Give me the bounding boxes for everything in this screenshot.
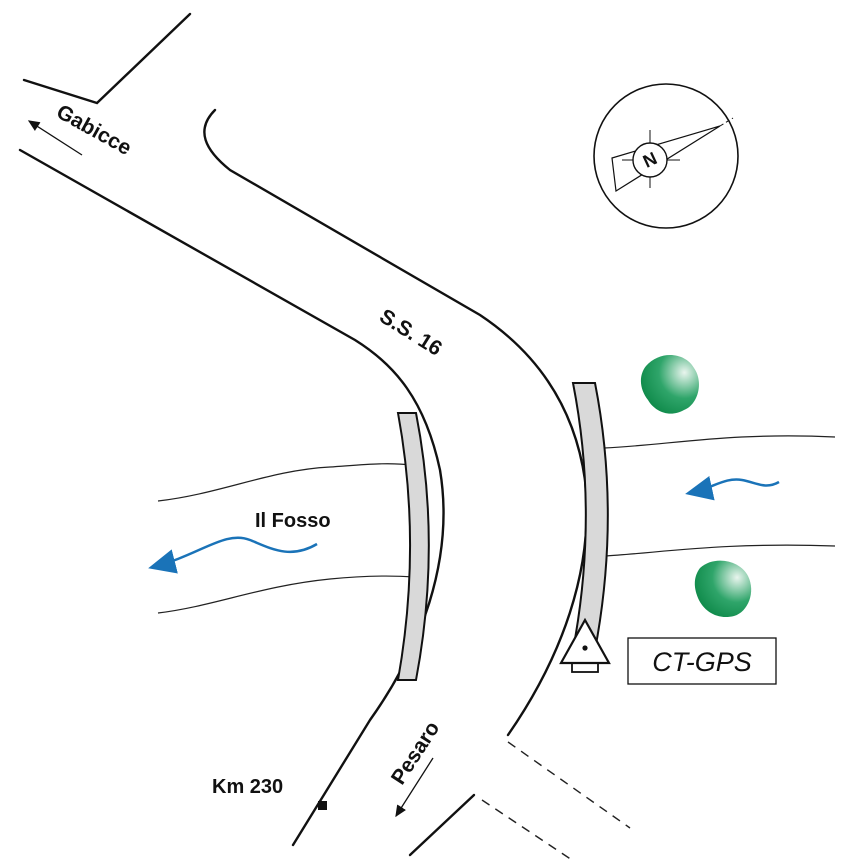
tree-icon — [640, 354, 699, 414]
flow-arrow-west — [148, 536, 318, 574]
side-road-south-edge — [408, 793, 476, 857]
gabicce-label: Gabicce — [53, 100, 136, 160]
bridge-west-railing — [396, 412, 430, 681]
main-road-east-edge — [203, 108, 588, 737]
gps-triangle-icon — [559, 617, 611, 673]
pesaro-label: Pesaro — [387, 717, 444, 788]
dashed-path-1 — [507, 741, 631, 829]
pesaro-direction-arrow — [395, 757, 434, 818]
station-label: CT-GPS — [652, 647, 752, 677]
flow-arrow-east — [685, 475, 780, 501]
dashed-path-2 — [481, 799, 576, 863]
compass-icon: N — [593, 83, 739, 229]
road-label: S.S. 16 — [375, 305, 446, 361]
main-road-west-edge — [18, 148, 445, 847]
river-west-south-bank — [157, 575, 416, 614]
river-label: Il Fosso — [255, 510, 331, 532]
river-east-north-bank — [603, 435, 836, 449]
station-label-box — [627, 637, 777, 685]
gabicce-direction-arrow — [27, 120, 83, 156]
river-west-north-bank — [157, 463, 413, 502]
km-label: Km 230 — [212, 776, 283, 798]
river-east-south-bank — [603, 544, 836, 557]
km-marker — [318, 801, 327, 810]
bridge-east-railing — [571, 382, 609, 651]
tree-icon — [694, 560, 752, 618]
side-road-north-edge — [22, 12, 192, 105]
